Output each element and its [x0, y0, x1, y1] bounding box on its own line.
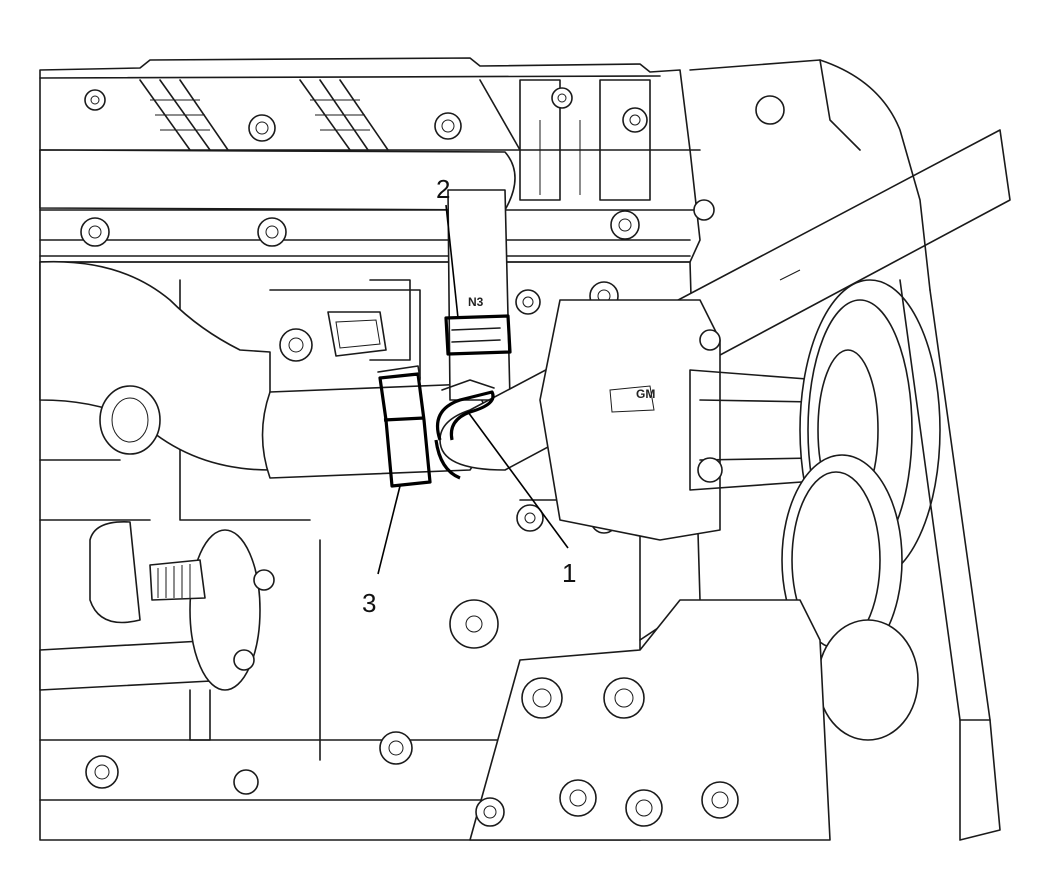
sensor-connector — [327, 279, 411, 361]
pump-logo-text: GM — [636, 387, 655, 401]
leader-line-2 — [445, 204, 459, 319]
callout-label-1: 1 — [562, 558, 576, 588]
engine-mount-bracket — [469, 599, 831, 841]
heater-hose — [261, 383, 489, 479]
callout-label-3: 3 — [362, 588, 376, 618]
hose-clamp-2 — [444, 314, 512, 356]
callout-3: 3 — [362, 485, 401, 618]
block-port — [99, 385, 161, 455]
water-pump — [539, 299, 831, 541]
left-fitting — [39, 521, 275, 741]
callout-1: 1 — [467, 411, 576, 588]
hose-mark-text: N3 — [468, 295, 484, 309]
callout-2: 2 — [436, 174, 459, 319]
manifold-bolts — [80, 87, 648, 247]
hose-clamp-3 — [377, 365, 432, 488]
pulley-assembly — [781, 279, 1001, 841]
right-housing — [689, 59, 931, 291]
hose-clamp-1 — [434, 379, 495, 480]
callout-label-2: 2 — [436, 174, 450, 204]
leader-line-3 — [377, 485, 401, 575]
leader-line-1 — [467, 411, 569, 549]
